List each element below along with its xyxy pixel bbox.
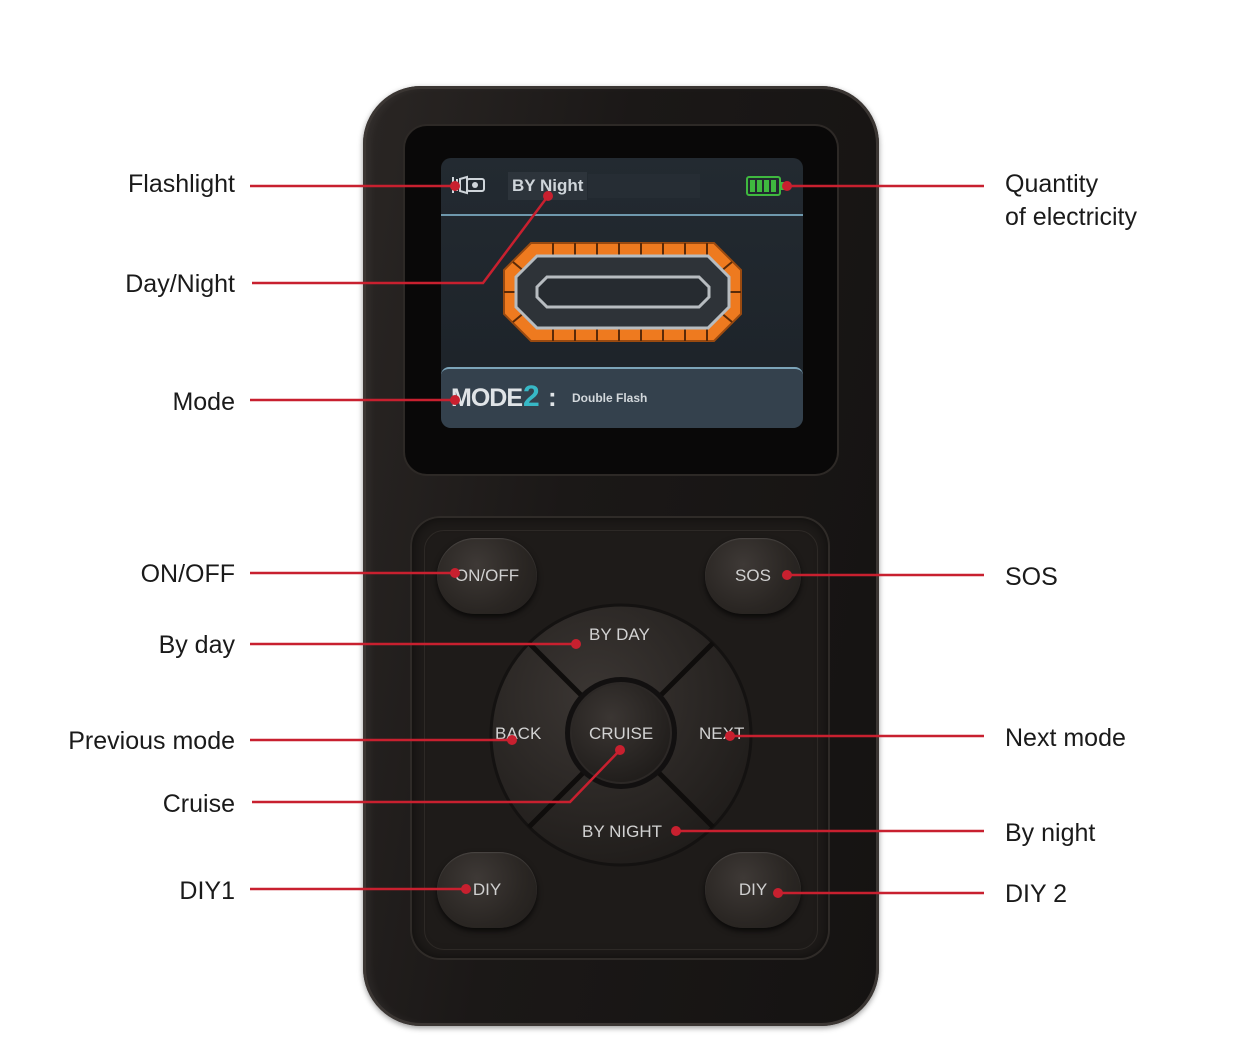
callout-dot-day-night: [543, 191, 553, 201]
callout-line-cruise: [252, 749, 621, 804]
back-button[interactable]: BACK: [495, 724, 542, 743]
callout-label-quantity-of-electricity: Quantity of electricity: [1005, 170, 1137, 231]
callout-dot-diy1: [461, 884, 471, 894]
direction-pad[interactable]: [489, 603, 753, 867]
callout-dot-flashlight: [450, 181, 460, 191]
status-bar-background: [588, 174, 700, 198]
callout-label-cruise: Cruise: [162, 790, 235, 818]
by-night-button[interactable]: BY NIGHT: [582, 822, 662, 841]
cruise-button[interactable]: CRUISE: [589, 724, 654, 743]
callout-label-mode: Mode: [172, 388, 235, 416]
callout-label-diy2: DIY 2: [1005, 880, 1068, 908]
callout-label-on-off: ON/OFF: [140, 560, 235, 588]
callout-label-diy1: DIY1: [179, 877, 235, 905]
callout-dot-quantity-of-electricity: [782, 181, 792, 191]
diy1-button[interactable]: DIY: [437, 852, 537, 928]
callout-label-previous-mode: Previous mode: [68, 727, 235, 755]
callout-dot-by-day: [571, 639, 581, 649]
day-night-status: BY Night: [508, 172, 588, 200]
by-day-button[interactable]: BY DAY: [589, 625, 650, 644]
mode-number: 2: [523, 380, 540, 413]
callout-dot-mode: [450, 395, 460, 405]
mode-bar: [441, 367, 803, 428]
callout-dot-on-off: [450, 568, 460, 578]
mode-word: MODE: [451, 384, 523, 412]
callout-dot-cruise: [615, 745, 625, 755]
mode-name: Double Flash: [572, 391, 648, 405]
diy2-button[interactable]: DIY: [705, 852, 801, 928]
mode-separator: :: [548, 382, 557, 412]
callout-line-day-night: [252, 195, 550, 285]
callout-label-flashlight: Flashlight: [128, 170, 235, 198]
callout-label-next-mode: Next mode: [1005, 724, 1126, 752]
callout-dot-next-mode: [725, 731, 735, 741]
callout-dot-diy2: [773, 888, 783, 898]
screen-divider: [441, 214, 803, 216]
callout-label-by-night: By night: [1005, 819, 1096, 847]
callout-dot-by-night: [671, 826, 681, 836]
lightbar-icon: [503, 242, 742, 342]
callout-dot-sos: [782, 570, 792, 580]
callout-label-sos: SOS: [1005, 563, 1058, 591]
callout-label-day-night: Day/Night: [125, 270, 235, 298]
callout-label-by-day: By day: [158, 631, 235, 659]
callout-dot-previous-mode: [507, 735, 517, 745]
